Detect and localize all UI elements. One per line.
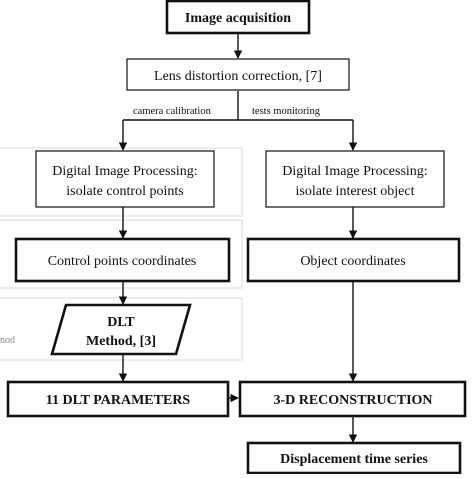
node-object-coordinates: Object coordinates bbox=[246, 237, 461, 283]
node-dip-interest-object: Digital Image Processing: isolate intere… bbox=[265, 150, 445, 208]
node-control-points-coordinates: Control points coordinates bbox=[14, 237, 231, 283]
node-displacement-time-series: Displacement time series bbox=[246, 441, 462, 475]
node-label-line-2: isolate control points bbox=[66, 184, 183, 199]
node-box bbox=[238, 380, 467, 418]
node-label-line-2: Method, [3] bbox=[86, 334, 156, 349]
node-box bbox=[14, 237, 231, 283]
node-label: Image acquisition bbox=[185, 11, 291, 26]
edge-label-camera-calibration: camera calibration bbox=[133, 106, 212, 117]
node-label: Lens distortion correction, [7] bbox=[154, 69, 322, 84]
node-dlt-parameters: 11 DLT PARAMETERS bbox=[6, 380, 230, 418]
node-label-line-1: DLT bbox=[107, 315, 135, 330]
node-box bbox=[35, 150, 215, 208]
node-box bbox=[126, 58, 350, 91]
node-box bbox=[246, 237, 461, 283]
node-label-line-1: Digital Image Processing: bbox=[282, 164, 427, 179]
node-dlt-method: DLT Method, [3] bbox=[50, 303, 192, 356]
node-box bbox=[6, 380, 230, 418]
node-box bbox=[165, 0, 311, 35]
connectors bbox=[118, 34, 358, 443]
band-text: nod bbox=[0, 335, 15, 346]
node-box bbox=[246, 441, 462, 475]
node-label: Control points coordinates bbox=[48, 254, 197, 269]
band-2 bbox=[0, 219, 243, 289]
node-label: 3-D RECONSTRUCTION bbox=[273, 393, 432, 408]
node-label: Object coordinates bbox=[300, 254, 405, 269]
node-parallelogram bbox=[50, 303, 192, 356]
node-box bbox=[265, 150, 445, 208]
node-3d-reconstruction: 3-D RECONSTRUCTION bbox=[238, 380, 467, 418]
node-label: 11 DLT PARAMETERS bbox=[46, 393, 191, 408]
node-label-line-2: isolate interest object bbox=[296, 184, 415, 199]
node-label: Displacement time series bbox=[280, 452, 428, 467]
node-lens-correction: Lens distortion correction, [7] bbox=[126, 58, 350, 91]
node-image-acquisition: Image acquisition bbox=[165, 0, 311, 35]
edge-label-tests-monitoring: tests monitoring bbox=[252, 106, 321, 117]
node-dip-control-points: Digital Image Processing: isolate contro… bbox=[35, 150, 215, 208]
node-label-line-1: Digital Image Processing: bbox=[52, 164, 197, 179]
